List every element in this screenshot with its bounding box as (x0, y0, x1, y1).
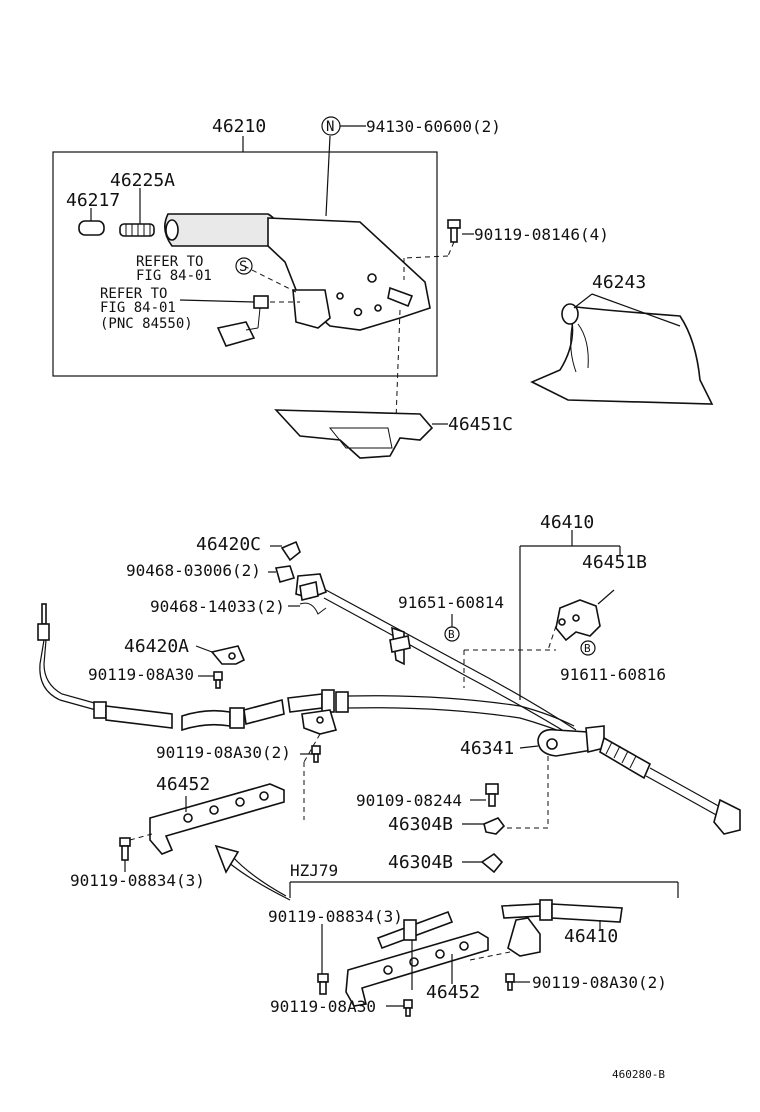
label-46452-b: 46452 (426, 982, 480, 1003)
label-46243: 46243 (592, 272, 646, 293)
label-refer-to-2: REFER TO (100, 286, 167, 302)
label-90119-08146: 90119-08146(4) (474, 225, 609, 244)
clip-90468-14033 (299, 602, 327, 615)
label-46452-a: 46452 (156, 774, 210, 795)
s-marker: S (235, 257, 253, 275)
brake-switch-part (216, 295, 269, 347)
b-marker-1: B (444, 626, 460, 642)
label-refer-to-1: REFER TO (136, 254, 203, 270)
part-46225a-spring (119, 223, 155, 237)
equalizer-46341 (537, 725, 652, 780)
intermediate-cable (181, 689, 575, 737)
bolt-90119-08834-a (119, 837, 131, 861)
label-46451c: 46451C (448, 414, 513, 435)
label-46410-top: 46410 (540, 512, 594, 533)
cable-guide-bracket (389, 626, 411, 666)
bushing-46304b-a (483, 817, 506, 835)
part-46451c-bracket (274, 409, 434, 459)
part-46243-boot (530, 303, 714, 405)
label-90119-08834-b: 90119-08834(3) (268, 907, 403, 926)
hzj79-cable-a (376, 910, 454, 950)
assembly-box-46210 (52, 151, 438, 377)
label-fig-84-01-1: FIG 84-01 (136, 268, 212, 284)
label-46304b-b: 46304B (388, 852, 453, 873)
front-cable (37, 603, 173, 729)
label-90119-08a30-c: 90119-08A30(2) (532, 973, 667, 992)
label-hzj79: HZJ79 (290, 861, 338, 880)
label-46341: 46341 (460, 738, 514, 759)
bolt-90119-08a30-b (311, 745, 321, 763)
b-marker-2: B (580, 640, 596, 656)
label-fig-84-01-2: FIG 84-01 (100, 300, 176, 316)
bushing-46304b-b (480, 852, 504, 874)
n-marker: N (321, 116, 341, 136)
label-90119-08a30-d: 90119-08A30 (270, 997, 376, 1016)
label-46225a: 46225A (110, 170, 175, 191)
label-46210: 46210 (212, 116, 266, 137)
parking-brake-lever (164, 213, 431, 331)
bolt-90119-08834-b (317, 973, 329, 995)
bolt-90119-08a30-a (213, 671, 223, 689)
part-46217-cap (78, 220, 105, 236)
upper-lever-assembly (52, 135, 714, 459)
cable-support-bracket (301, 709, 338, 735)
label-46410-bottom: 46410 (564, 926, 618, 947)
label-91611-60816: 91611-60816 (560, 665, 666, 684)
curved-arrow (214, 844, 291, 901)
label-90119-08834-a: 90119-08834(3) (70, 871, 205, 890)
bolt-90109-08244 (485, 783, 499, 807)
part-46452-bracket-b (345, 931, 489, 1007)
bolt-90119-08a30-c (505, 973, 515, 991)
label-94130-60600: 94130-60600(2) (366, 117, 501, 136)
label-90119-08a30-a: 90119-08A30 (88, 665, 194, 684)
bolt-90119-08146 (447, 219, 461, 243)
cable-clamp-46420c (274, 540, 328, 601)
label-46420a: 46420A (124, 636, 189, 657)
part-46452-bracket-a (149, 783, 285, 855)
label-90119-08a30-b: 90119-08A30(2) (156, 743, 291, 762)
label-90468-14033: 90468-14033(2) (150, 597, 285, 616)
hzj79-variant (289, 881, 679, 1017)
bolt-90119-08a30-d (403, 999, 413, 1017)
part-46451b-bracket (555, 599, 601, 642)
label-91651-60814: 91651-60814 (398, 593, 504, 612)
label-46304b-a: 46304B (388, 814, 453, 835)
cable-clamp-46420a (210, 645, 246, 665)
label-46451b: 46451B (582, 552, 647, 573)
svg-text:N: N (326, 119, 334, 135)
svg-text:B: B (584, 642, 591, 655)
label-46217: 46217 (66, 190, 120, 211)
cable-assembly (37, 530, 741, 901)
svg-text:B: B (448, 628, 455, 641)
label-46420c: 46420C (196, 534, 261, 555)
hzj79-cable-b (501, 899, 623, 957)
label-90468-03006: 90468-03006(2) (126, 561, 261, 580)
label-pnc-84550: (PNC 84550) (100, 316, 193, 332)
label-90109-08244: 90109-08244 (356, 791, 462, 810)
svg-text:S: S (239, 259, 247, 275)
drawing-code: 460280-B (612, 1068, 665, 1081)
